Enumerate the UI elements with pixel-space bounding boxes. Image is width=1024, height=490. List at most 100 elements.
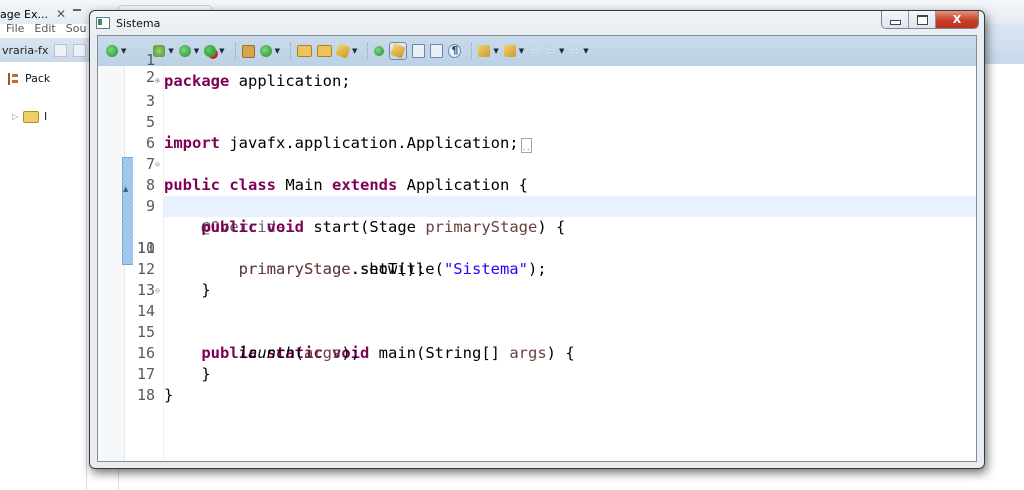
package-explorer-panel [0, 62, 87, 490]
new-class-icon [259, 45, 272, 57]
toggle-breadcrumb-button[interactable] [412, 44, 426, 58]
next-annotation-button[interactable]: ▼ [478, 45, 499, 57]
menu-edit[interactable]: Edit [34, 22, 56, 35]
new-package-button[interactable] [241, 44, 255, 58]
keyword: void [266, 218, 304, 236]
menu-bar: File Edit Sou [0, 22, 96, 36]
line-number: 7 [145, 155, 155, 173]
package-explorer-title: Pack [25, 72, 51, 85]
open-task-button[interactable] [316, 45, 332, 57]
stale-toolbar: ▼ ▼ ▼ ▼ ▼ ▼ ¶ ▼ ▼ ⇦ ⇦▼ ⇨▼ [98, 36, 976, 66]
code-line: 11 primaryStage.show(); [98, 217, 976, 278]
ide-toolbar: vraria-fx [0, 38, 92, 62]
caret-marker-icon: ▲ [123, 185, 129, 193]
close-icon: X [952, 13, 962, 26]
package-explorer-tab[interactable]: age Ex... ✕ [0, 4, 78, 24]
parameter: primaryStage [238, 260, 351, 278]
code-line: 8 ⊖ @Override [98, 154, 976, 236]
view-minimize-icon[interactable] [73, 9, 81, 11]
dropdown-arrow-icon[interactable]: ▼ [168, 47, 174, 55]
window-title-bar[interactable]: Sistema [96, 15, 160, 31]
code-token: start(Stage [304, 218, 426, 236]
new-class-button[interactable]: ▼ [259, 45, 280, 57]
project-name: vraria-fx [2, 43, 49, 57]
code-token: main(String[] [369, 344, 510, 362]
code-text: import javafx.application.Application;.. [164, 133, 532, 154]
code-editor[interactable]: 1 package application; 2 3 ⊕ import java… [98, 36, 976, 461]
keyword: public [201, 218, 258, 236]
code-line: 13 [98, 259, 976, 299]
dropdown-arrow-icon[interactable]: ▼ [274, 47, 280, 55]
open-task-icon [316, 45, 332, 57]
open-type-button[interactable] [296, 45, 312, 57]
line-number: 14 [136, 302, 155, 320]
debug-button[interactable]: ▼ [153, 45, 174, 57]
code-token: ) { [537, 218, 566, 236]
forward-button[interactable]: ⇨▼ [569, 44, 588, 59]
last-edit-button[interactable]: ⇦ [529, 44, 540, 59]
dropdown-arrow-icon[interactable]: ▼ [121, 47, 127, 55]
dropdown-arrow-icon[interactable]: ▼ [558, 47, 565, 55]
back-button[interactable]: ⇦▼ [545, 44, 564, 59]
close-icon[interactable]: ✕ [55, 7, 66, 21]
block-selection-button[interactable] [430, 44, 444, 58]
mark-occurrences-button[interactable] [389, 42, 408, 60]
toolbar-separator [471, 43, 473, 59]
line-number: 2 [145, 68, 155, 86]
run-config-button[interactable]: ▼ [106, 45, 126, 57]
menu-file[interactable]: File [6, 22, 25, 35]
dropdown-arrow-icon[interactable]: ▼ [193, 47, 200, 55]
keyword: extends [332, 176, 398, 194]
last-edit-icon: ⇦ [529, 43, 541, 59]
keyword: package [164, 72, 230, 90]
parameter: args [509, 344, 547, 362]
dropdown-arrow-icon[interactable]: ▼ [351, 47, 358, 55]
package-icon [8, 72, 19, 85]
forward-icon: ⇨ [569, 43, 581, 59]
save-all-icon[interactable] [73, 43, 87, 57]
maximize-icon [916, 14, 928, 25]
collapsed-imports-icon[interactable]: .. [520, 138, 532, 153]
previous-annotation-button[interactable]: ▼ [503, 45, 525, 57]
code-line: 12 } [98, 238, 976, 299]
show-whitespace-button[interactable]: ¶ [448, 44, 462, 58]
code-text: public static void main(String[] args) { [164, 343, 574, 364]
keyword: public [164, 176, 220, 194]
save-icon[interactable] [54, 43, 68, 57]
tree-item-project[interactable]: ▷ l [12, 110, 47, 123]
code-token: javafx.application.Application; [220, 134, 519, 152]
line-number: 6 [145, 134, 155, 152]
tree-item-label: l [44, 110, 48, 123]
close-button[interactable]: X [936, 11, 978, 28]
minimize-button[interactable] [882, 11, 909, 28]
dropdown-arrow-icon[interactable]: ▼ [583, 47, 589, 55]
run-config-icon [106, 45, 118, 57]
code-token: Application { [397, 176, 528, 194]
brush-button[interactable]: ▼ [335, 43, 358, 59]
line-number: 15 [136, 323, 155, 341]
menu-source[interactable]: Sou [65, 22, 87, 35]
maximize-button[interactable] [909, 11, 936, 28]
run-button[interactable]: ▼ [178, 45, 200, 57]
minimize-icon [889, 19, 901, 25]
line-number: 1 [145, 51, 155, 69]
keyword: class [229, 176, 277, 194]
collapse-fold-icon[interactable]: ⊖ [155, 286, 160, 295]
annotation-button[interactable] [374, 46, 385, 56]
code-line: 6 [98, 112, 976, 152]
external-tools-button[interactable]: ▼ [204, 45, 225, 57]
collapse-fold-icon[interactable]: ⊖ [155, 160, 160, 169]
expand-fold-icon[interactable]: ⊕ [155, 76, 160, 85]
dropdown-arrow-icon[interactable]: ▼ [518, 47, 525, 55]
keyword: static [266, 344, 323, 362]
open-type-icon [296, 45, 312, 57]
dropdown-arrow-icon[interactable]: ▼ [219, 47, 225, 55]
window-controls: X [881, 11, 979, 29]
code-line: 1 package application; [98, 36, 976, 90]
dropdown-arrow-icon[interactable]: ▼ [493, 47, 499, 55]
code-line: 2 [98, 46, 976, 86]
expand-arrow-icon[interactable]: ▷ [12, 112, 19, 121]
static-method-call: launch [238, 344, 295, 362]
keyword: void [332, 344, 370, 362]
line-number: 11 [136, 239, 155, 257]
